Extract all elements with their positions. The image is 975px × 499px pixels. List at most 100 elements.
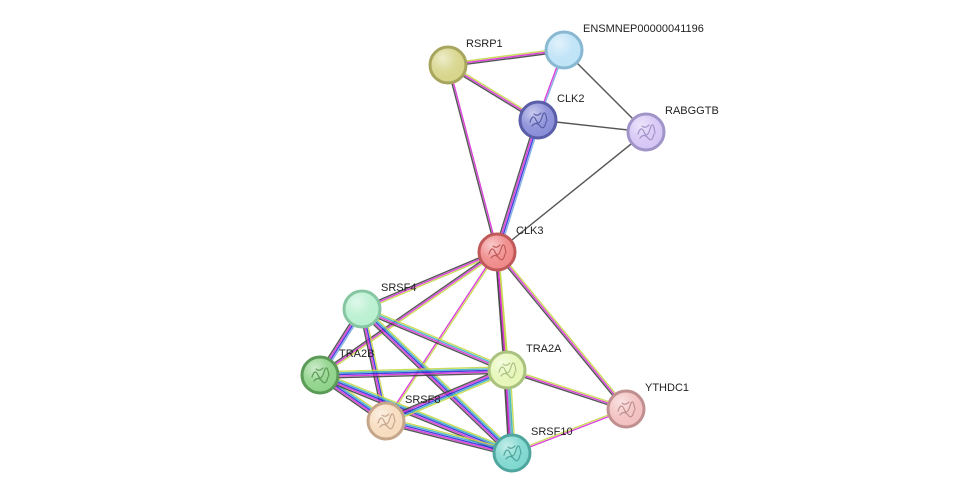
node-ensmnep[interactable]: ENSMNEP00000041196: [544, 23, 704, 70]
edge-strand: [447, 47, 564, 65]
protein-structure-icon: [529, 112, 548, 129]
node-label: SRSF8: [405, 394, 440, 406]
edge-srsf10-ythdc1[interactable]: [511, 407, 627, 455]
edge-strand: [386, 418, 513, 453]
protein-structure-icon: [311, 367, 330, 384]
edge-strand: [362, 306, 509, 369]
edge-strand: [363, 306, 515, 452]
edge-strand: [496, 131, 647, 253]
edge-strand: [386, 252, 499, 422]
protein-structure-icon: [637, 124, 656, 141]
node-highlight: [490, 353, 524, 387]
edge-tra2a-ythdc1[interactable]: [506, 367, 627, 412]
node-highlight: [345, 292, 379, 326]
edge-clk3-ythdc1[interactable]: [495, 250, 628, 411]
edge-strand: [498, 120, 541, 253]
edge-strand: [360, 309, 512, 455]
edge-strand: [318, 250, 497, 375]
edge-strand: [448, 64, 499, 252]
edge-clk3-srsf4[interactable]: [361, 249, 498, 312]
edge-strand: [386, 372, 509, 425]
edge-clk3-tra2b[interactable]: [318, 250, 499, 377]
node-highlight: [303, 358, 337, 392]
edge-srsf4-srsf10[interactable]: [359, 306, 515, 456]
protein-structure-icon: [503, 445, 522, 462]
edge-strand: [384, 251, 497, 421]
node-tra2a[interactable]: TRA2A: [487, 343, 562, 390]
node-highlight: [521, 103, 555, 137]
edge-strand: [320, 372, 513, 453]
node-clk3[interactable]: CLK3: [477, 225, 544, 272]
node-highlight: [629, 115, 663, 149]
protein-structure-icon: [617, 401, 636, 418]
node-highlight: [495, 436, 529, 470]
edge-strand: [512, 409, 627, 455]
edge-strand: [319, 369, 508, 376]
edge-strand: [497, 120, 540, 253]
protein-structure-icon: [488, 244, 507, 261]
node-rsrp1[interactable]: RSRP1: [428, 38, 503, 85]
node-highlight: [609, 392, 643, 426]
node-tra2b[interactable]: TRA2B: [300, 348, 374, 395]
node-rabggtb[interactable]: RABGGTB: [626, 105, 719, 152]
edge-strand: [385, 420, 513, 454]
edge-strand: [362, 252, 498, 312]
edge-tra2a-srsf8[interactable]: [384, 366, 509, 425]
edge-strand: [506, 370, 626, 412]
node-clk2[interactable]: CLK2: [518, 93, 585, 140]
edge-strand: [362, 307, 508, 370]
node-highlight: [480, 235, 514, 269]
edge-strand: [506, 369, 627, 410]
node-label: TRA2A: [526, 343, 562, 355]
edge-strand: [386, 370, 508, 424]
node-label: TRA2B: [339, 348, 374, 360]
edge-strand: [361, 309, 507, 372]
edge-strand: [362, 307, 514, 453]
node-srsf8[interactable]: SRSF8: [366, 394, 440, 441]
edge-strand: [359, 310, 511, 456]
edge-strand: [385, 367, 507, 421]
edge-clk2-clk3[interactable]: [494, 119, 541, 253]
edge-strand: [361, 308, 513, 454]
node-srsf4[interactable]: SRSF4: [342, 282, 416, 329]
edge-strand: [511, 407, 626, 453]
node-label: RABGGTB: [665, 105, 719, 117]
node-ythdc1[interactable]: YTHDC1: [606, 382, 689, 429]
node-highlight: [547, 33, 581, 67]
edge-strand: [496, 251, 627, 410]
edge-strand: [361, 251, 498, 310]
edge-rsrp1-clk3[interactable]: [446, 64, 499, 253]
edge-strand: [495, 252, 626, 411]
edge-strand: [360, 310, 507, 373]
protein-structure-icon: [377, 413, 396, 430]
node-label: SRSF10: [531, 426, 573, 438]
edge-strand: [384, 366, 507, 419]
node-label: CLK3: [516, 225, 544, 237]
edge-strand: [497, 250, 628, 409]
edge-strand: [385, 369, 508, 422]
edge-strand: [385, 421, 512, 456]
edge-strand: [320, 372, 508, 379]
node-highlight: [369, 404, 403, 438]
edge-strand: [361, 249, 497, 309]
edge-strand: [446, 65, 497, 253]
edge-strand: [319, 367, 507, 375]
edge-srsf8-srsf10[interactable]: [385, 417, 513, 457]
edge-tra2b-srsf10[interactable]: [318, 371, 514, 457]
edge-strand: [507, 367, 627, 409]
edge-strand: [448, 50, 565, 68]
edge-tra2b-tra2a[interactable]: [319, 366, 508, 379]
edge-clk3-srsf8[interactable]: [384, 251, 499, 422]
edge-strand: [385, 423, 512, 457]
node-label: RSRP1: [466, 38, 503, 50]
edge-strand: [386, 417, 513, 451]
node-srsf10[interactable]: SRSF10: [492, 426, 573, 473]
edge-strand: [319, 366, 507, 373]
node-highlight: [431, 48, 465, 82]
edge-srsf4-tra2a[interactable]: [360, 306, 509, 373]
edge-rabggtb-clk3[interactable]: [496, 131, 647, 253]
edge-strand: [320, 252, 499, 377]
node-label: YTHDC1: [645, 382, 689, 394]
